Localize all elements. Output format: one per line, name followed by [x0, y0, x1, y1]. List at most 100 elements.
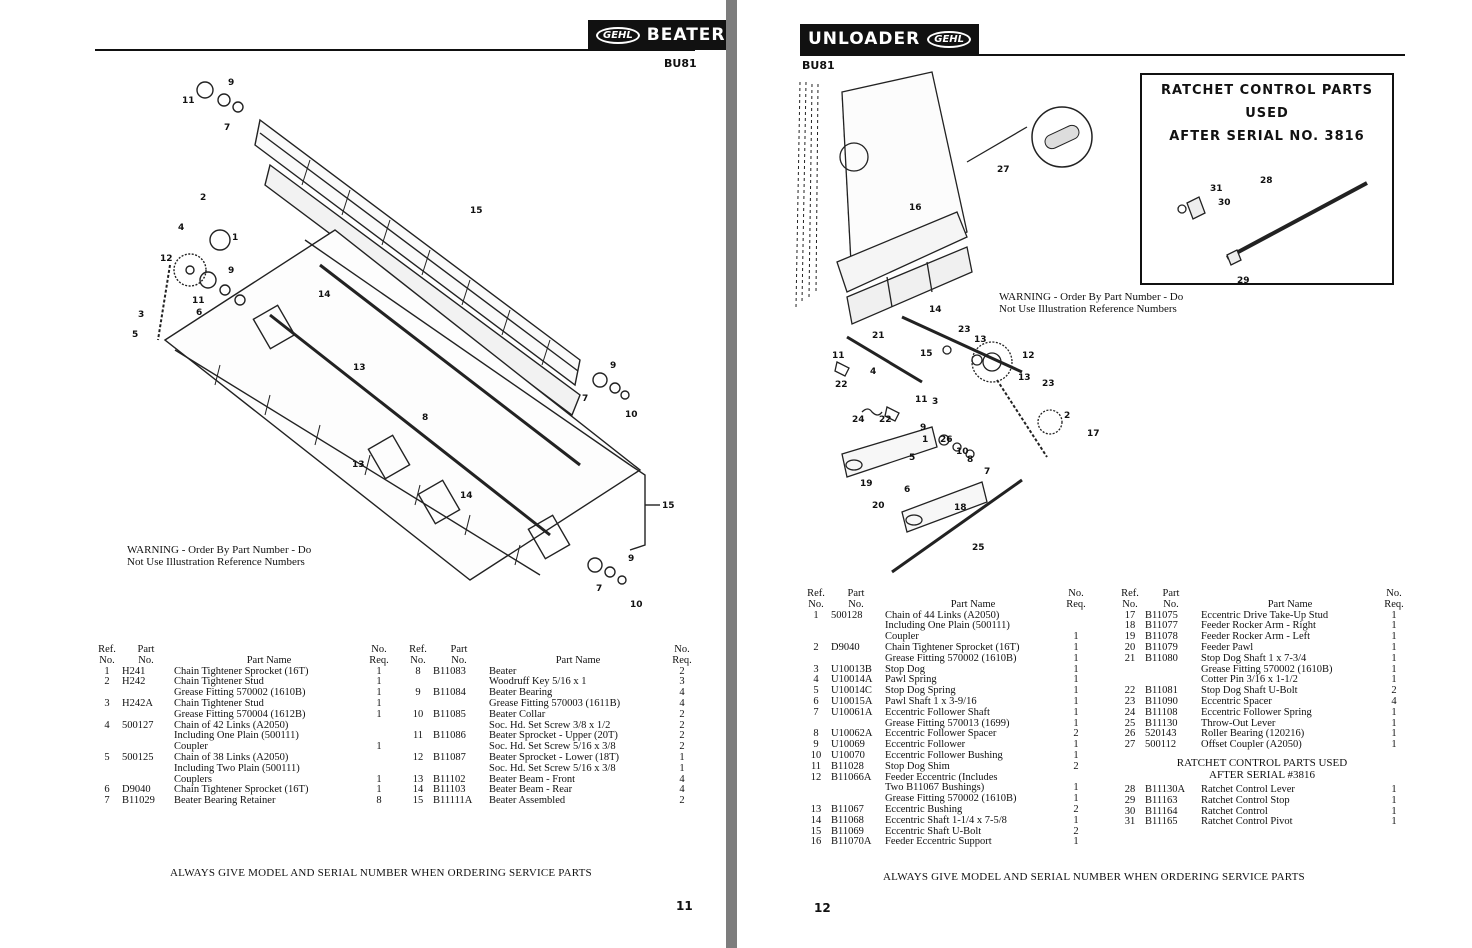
cell-name: Offset Coupler (A2050)	[1201, 739, 1302, 751]
warning-line: WARNING - Order By Part Number - Do	[127, 544, 312, 556]
cell-name: Stop Dog Shaft 1 x 7-3/4	[1201, 652, 1307, 664]
section-header: GEHL BEATER	[588, 20, 726, 50]
page-12: UNLOADER GEHL BU81	[737, 0, 1472, 948]
cell-name: Soc. Hd. Set Screw 5/16 x 3/8	[489, 762, 616, 774]
cell-part: D9040	[122, 784, 151, 796]
cell-name: Grease Fitting 570002 (1610B)	[174, 687, 306, 699]
cell-part: B11103	[433, 784, 466, 796]
parts-row: Including Two Plain (500111)	[94, 762, 392, 775]
diagram-label: 20	[872, 501, 885, 511]
cell-req: 1	[1073, 674, 1079, 686]
cell-name: Chain Tightener Sprocket (16T)	[174, 665, 309, 677]
cell-name: Eccentric Drive Take-Up Stud	[1201, 609, 1329, 621]
cell-req	[366, 753, 392, 764]
cell-part: U10015A	[831, 695, 873, 707]
diagram-label: 10	[630, 600, 643, 610]
cell-name: Eccentric Shaft U-Bolt	[885, 825, 982, 837]
cell-name: Beater Assembled	[489, 795, 566, 807]
cell-req	[366, 721, 392, 732]
cell-req: 4	[1391, 695, 1397, 707]
cell-part: 500112	[1145, 739, 1177, 751]
diagram-label: 21	[872, 331, 885, 341]
diagram-label: 6	[904, 485, 910, 495]
cell-ref	[803, 783, 829, 794]
cell-ref: 11	[810, 760, 822, 772]
cell-ref: 26	[1124, 728, 1136, 740]
parts-row: Grease Fitting 570002 (1610B)1	[803, 652, 1089, 665]
diagram-label: 8	[422, 413, 428, 423]
cell-req: 1	[1073, 663, 1079, 675]
col-ref: Ref.	[409, 644, 427, 655]
parts-row: Grease Fitting 570003 (1611B)4	[405, 697, 695, 710]
ratchet-control-diagram: 31 30 28 29	[1177, 176, 1368, 283]
cell-ref: 4	[813, 674, 819, 686]
diagram-label: 9	[228, 78, 234, 88]
beater-exploded-diagram: 11 9 7 15 2 4 1 12 9 11 6 3 5 14 13 8 13…	[132, 78, 675, 610]
cell-req: 4	[679, 697, 685, 709]
cell-name: Ratchet Control Pivot	[1201, 816, 1293, 828]
cell-req: 1	[1073, 652, 1079, 664]
diagram-label: 28	[1260, 176, 1273, 186]
cell-ref: 18	[1124, 620, 1136, 632]
cell-req: 1	[1073, 814, 1079, 826]
cell-part: B11083	[433, 665, 466, 677]
model-number: BU81	[802, 59, 835, 72]
diagram-label: 19	[860, 479, 873, 489]
cell-part: B11028	[831, 760, 864, 772]
cell-part: 500127	[122, 719, 154, 731]
section-title: BEATER	[646, 25, 726, 45]
cell-name: Ratchet Control Lever	[1201, 783, 1295, 795]
cell-ref: 21	[1124, 652, 1136, 664]
cell-name: Grease Fitting 570004 (1612B)	[174, 708, 306, 720]
cell-part: U10069	[831, 739, 865, 751]
cell-ref: 16	[810, 836, 822, 848]
cell-req: 1	[376, 697, 382, 709]
cell-part: B11085	[433, 708, 466, 720]
cell-req: 1	[376, 773, 382, 785]
cell-req: 1	[1391, 717, 1397, 729]
cell-ref: 13	[412, 773, 424, 785]
warning-line: Not Use Illustration Reference Numbers	[999, 303, 1177, 315]
warning-note: WARNING - Order By Part Number - Do Not …	[127, 544, 311, 568]
col-name: Part Name	[555, 654, 601, 666]
model-number: BU81	[664, 57, 697, 70]
cell-ref: 9	[415, 687, 421, 699]
cell-name: Beater Sprocket - Lower (18T)	[489, 751, 620, 763]
cell-part	[120, 764, 172, 775]
diagram-label: 10	[956, 447, 969, 457]
section-title: UNLOADER	[808, 29, 921, 49]
cell-req: 1	[1073, 793, 1079, 805]
cell-part	[829, 783, 883, 794]
cell-ref: 12	[810, 771, 822, 783]
cell-part: B11164	[1145, 805, 1178, 817]
cell-name: Including Two Plain (500111)	[174, 762, 300, 774]
cell-req: 1	[1391, 805, 1397, 817]
cell-part: H241	[122, 665, 146, 677]
diagram-label: 27	[997, 165, 1010, 175]
cell-part: 520143	[1145, 728, 1177, 740]
diagram-label: 26	[940, 435, 953, 445]
diagram-label: 18	[954, 503, 967, 513]
cell-name: Stop Dog Shaft U-Bolt	[1201, 685, 1298, 697]
cell-name: Chain Tightener Sprocket (16T)	[885, 641, 1020, 653]
diagram-label: 15	[920, 349, 933, 359]
cell-name: Chain Tightener Sprocket (16T)	[174, 784, 309, 796]
cell-ref: 8	[813, 728, 819, 740]
diagram-label: 7	[224, 123, 230, 133]
col-ref: Ref.	[1121, 588, 1139, 599]
col-req: Req.	[1384, 598, 1404, 610]
cell-part: B11080	[1145, 652, 1178, 664]
cell-name: Eccentric Follower Bushing	[885, 749, 1003, 761]
cell-ref: 22	[1124, 685, 1136, 697]
